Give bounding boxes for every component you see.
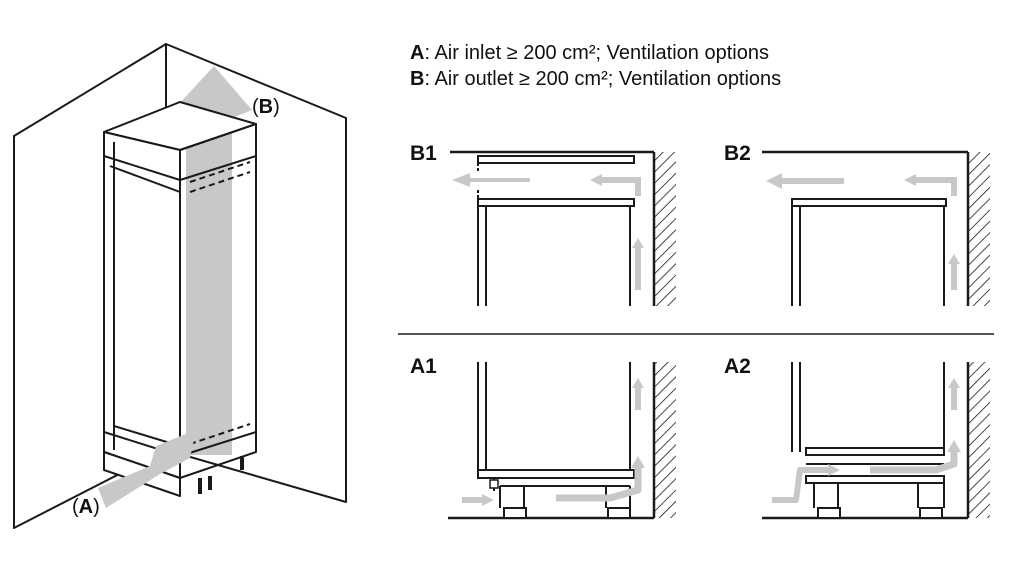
cabinet-label-a: (A) <box>72 496 100 519</box>
legend-line-b: B: Air outlet ≥ 200 cm²; Ventilation opt… <box>410 66 781 92</box>
label-a-close: ) <box>93 496 100 518</box>
panel-a1 <box>448 362 676 520</box>
legend-b-key: B <box>410 68 425 90</box>
label-b-key: B <box>258 96 274 118</box>
cabinet-front-right <box>179 123 257 479</box>
panel-label-a2: A2 <box>724 355 751 378</box>
label-b-open: ( <box>252 96 259 118</box>
legend-a-text: : Air inlet ≥ 200 cm²; Ventilation optio… <box>424 42 769 64</box>
panel-label-b2: B2 <box>724 142 751 165</box>
inlet-arrow <box>98 430 196 508</box>
panel-b2 <box>762 150 990 306</box>
panel-a2 <box>762 362 990 520</box>
panel-label-a1: A1 <box>410 355 437 378</box>
label-b-close: ) <box>273 96 280 118</box>
panel-label-b1: B1 <box>410 142 437 165</box>
label-a-key: A <box>78 496 94 518</box>
legend-a-key: A <box>410 42 425 64</box>
cabinet-label-b: (B) <box>252 96 280 119</box>
legend-b-text: : Air outlet ≥ 200 cm²; Ventilation opti… <box>424 68 782 90</box>
legend: A: Air inlet ≥ 200 cm²; Ventilation opti… <box>410 40 781 92</box>
legend-line-a: A: Air inlet ≥ 200 cm²; Ventilation opti… <box>410 40 781 66</box>
panel-b1 <box>450 150 676 306</box>
cabinet-illustration <box>13 43 347 529</box>
label-a-open: ( <box>72 496 79 518</box>
